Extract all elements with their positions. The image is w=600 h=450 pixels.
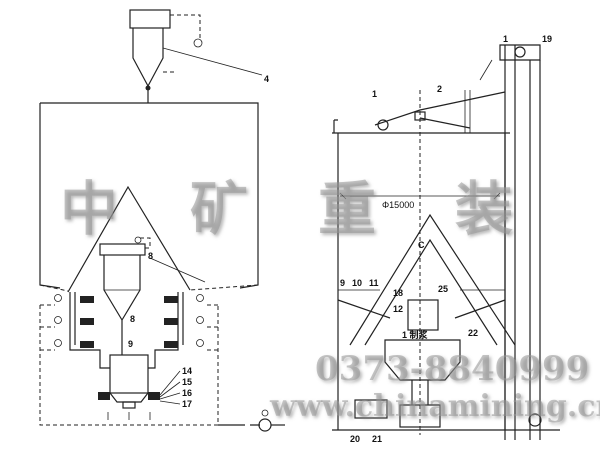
silo-floor	[39, 284, 259, 292]
watermark-char: 装	[455, 175, 514, 243]
right-silo-elevation: Φ15000 1 2 1 19 C 9 10 11 25 12 18 1 制浆 …	[332, 34, 560, 444]
tank-bottom	[109, 392, 149, 403]
valve-group-left	[54, 294, 94, 348]
label-11: 11	[369, 278, 379, 288]
watermark-char: 中	[60, 175, 119, 243]
branch-lines	[40, 304, 218, 351]
leader-line-4	[162, 47, 263, 76]
bucket-elevator-tower	[504, 45, 541, 440]
center-cone	[67, 185, 191, 293]
railing	[333, 119, 338, 133]
label-19: 19	[542, 34, 552, 44]
watermark-phone: 0373-8840999	[315, 349, 590, 389]
watermark-char: 矿	[190, 175, 249, 243]
bottom-valve-left	[98, 392, 110, 400]
label-10: 10	[352, 278, 362, 288]
label-1: 1	[372, 89, 377, 99]
label-25: 25	[438, 284, 448, 294]
slurry-tank	[384, 339, 461, 381]
label-1-top: 1	[503, 34, 508, 44]
label-18: 18	[393, 288, 403, 298]
label-slurry: 1 制浆	[402, 329, 429, 340]
rotary-valve	[145, 85, 151, 91]
slurry-unit	[407, 299, 439, 331]
elevator-head	[499, 44, 541, 61]
inner-collector-head	[99, 243, 146, 256]
bottom-valve-right	[148, 392, 160, 400]
label-9: 9	[128, 339, 133, 349]
watermark-char: 重	[318, 175, 377, 243]
motor-unit	[354, 399, 388, 419]
label-c: C	[418, 240, 425, 250]
watermark-website: www.chinamining.cn	[270, 389, 600, 424]
diameter-dimension: Φ15000	[382, 200, 414, 210]
label-17: 17	[182, 399, 192, 409]
fan-icon	[193, 38, 203, 48]
leader-lines-14-17	[159, 370, 181, 405]
label-8a: 8	[148, 251, 153, 261]
leader-line-8	[149, 257, 206, 283]
vent-fan-icon	[134, 236, 142, 244]
ladder	[464, 59, 493, 133]
label-21: 21	[372, 434, 382, 444]
label-8b: 8	[130, 314, 135, 324]
air-supply-loop	[39, 305, 219, 426]
center-cone	[349, 213, 516, 346]
discharge-pipes	[411, 380, 429, 405]
top-dust-collector-body	[132, 28, 164, 88]
dimension-line	[339, 192, 501, 200]
pump-unit	[399, 404, 441, 428]
tank-9	[109, 354, 149, 394]
label-15: 15	[182, 377, 192, 387]
top-dust-collector-head	[129, 9, 171, 29]
aeration-pipes	[69, 292, 184, 369]
drain-lines	[107, 412, 151, 420]
vent-line	[140, 237, 151, 249]
label-4: 4	[264, 74, 269, 84]
boot-pulley-icon	[528, 413, 542, 427]
label-20: 20	[350, 434, 360, 444]
valve-group-right	[164, 294, 204, 348]
tank-outlet	[122, 401, 136, 409]
label-14: 14	[182, 366, 192, 376]
label-16: 16	[182, 388, 192, 398]
conveyor-truss	[374, 91, 506, 129]
label-2: 2	[437, 84, 442, 94]
gauge-icon	[261, 409, 269, 417]
winch-icon	[377, 119, 389, 131]
head-pulley-icon	[514, 46, 526, 58]
label-9: 9	[340, 278, 345, 288]
left-silo-system: 4 8 8 9 14 15 16 17	[39, 9, 285, 432]
silo-floor-slopes	[337, 299, 506, 319]
inner-collector-body	[103, 255, 141, 322]
label-12: 12	[393, 304, 403, 314]
label-22: 22	[468, 328, 478, 338]
exhaust-line	[170, 14, 201, 40]
